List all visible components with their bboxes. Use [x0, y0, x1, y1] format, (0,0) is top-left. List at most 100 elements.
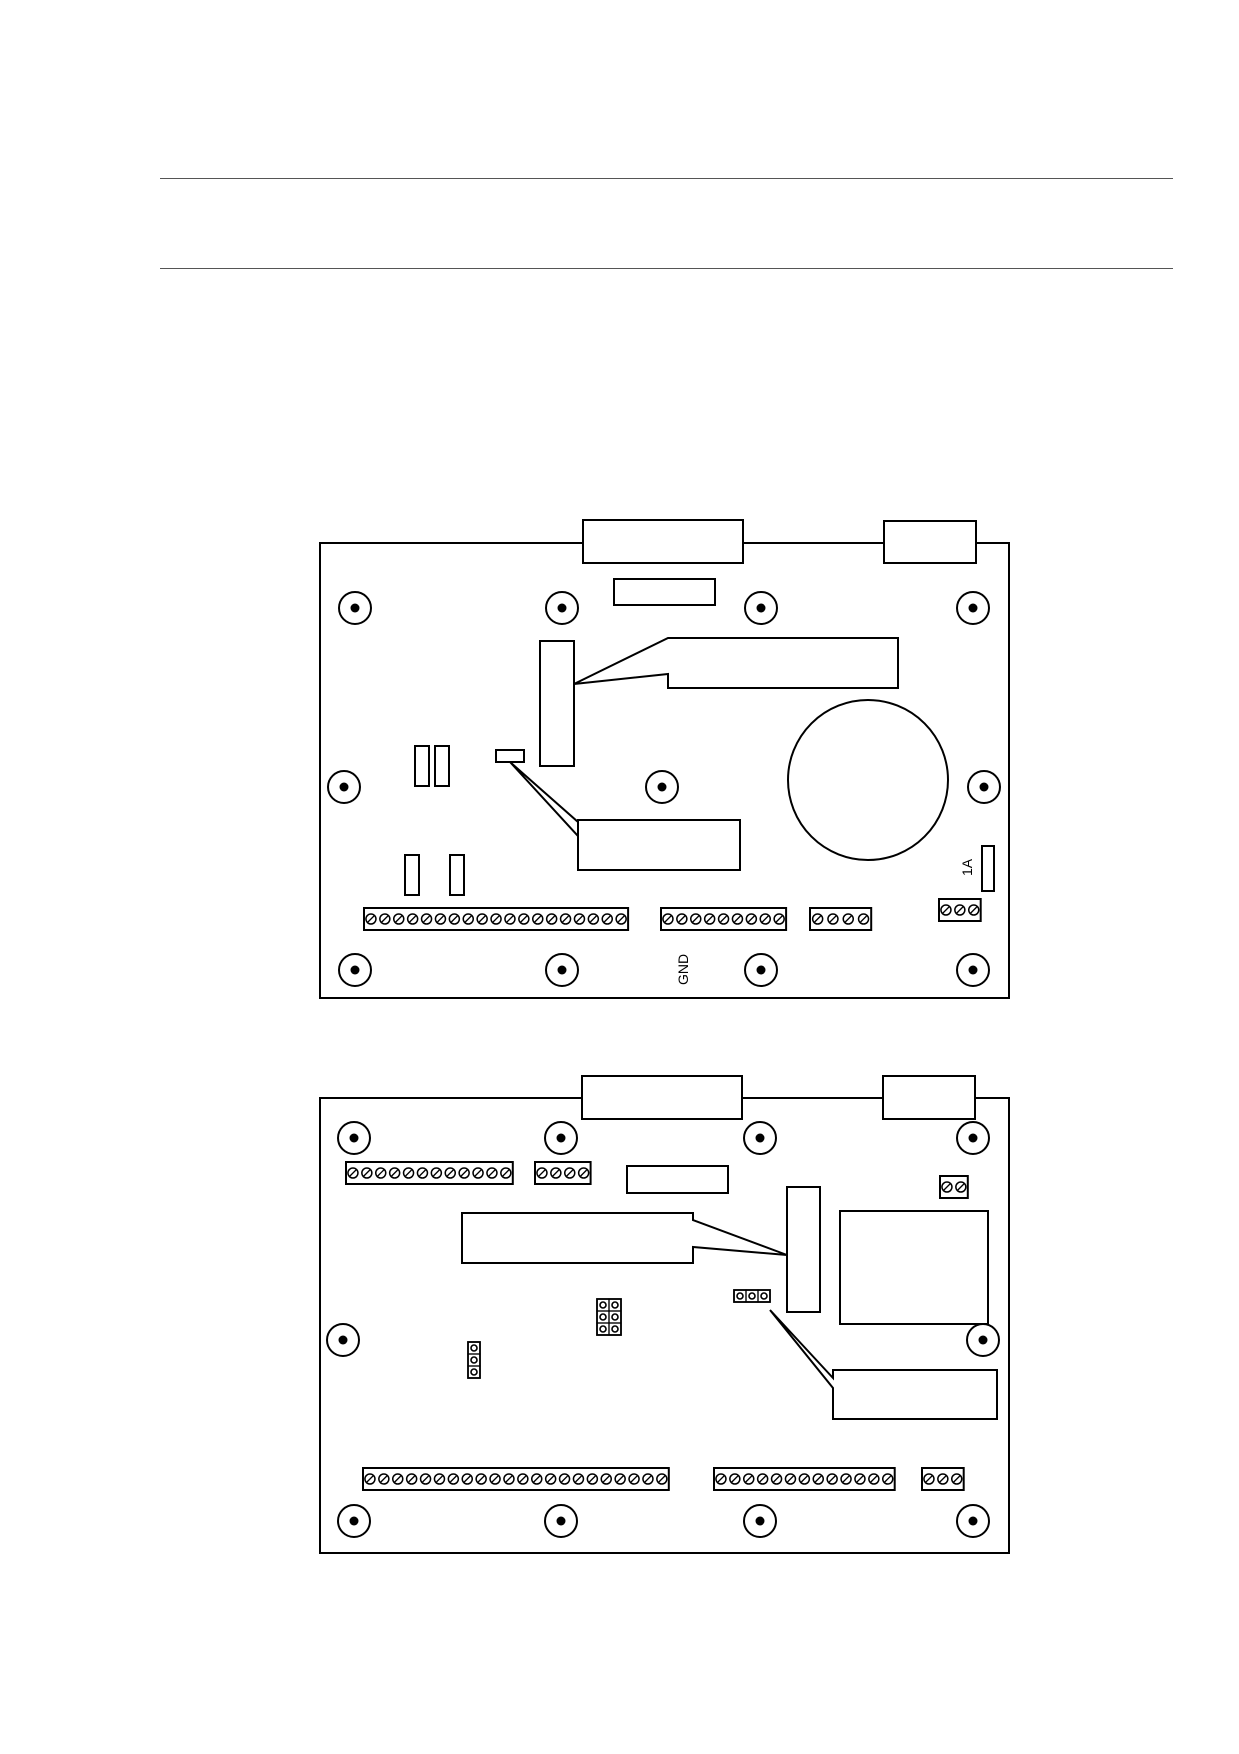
terminal-screw: [405, 1473, 418, 1485]
terminal-screw: [472, 1167, 484, 1179]
terminal-screw: [842, 913, 854, 925]
terminal-screw: [564, 1167, 576, 1179]
terminal-screw: [854, 1473, 866, 1485]
terminal-screw: [544, 1473, 557, 1485]
header-pin: [470, 1344, 478, 1352]
terminal-screw: [378, 1473, 390, 1485]
terminal-screw: [490, 913, 502, 925]
terminal-screw: [347, 1167, 359, 1179]
terminal-screw: [545, 913, 558, 925]
terminal-screw: [840, 1473, 852, 1485]
mounting-hole: [545, 591, 579, 625]
terminal-screw: [798, 1473, 811, 1485]
terminal-screw: [586, 1473, 599, 1485]
mounting-hole: [544, 1121, 578, 1155]
terminal-screw: [558, 1473, 571, 1485]
mounting-hole: [956, 1121, 990, 1155]
top-component-c: [404, 854, 420, 896]
terminal-screw: [364, 1473, 376, 1485]
terminal-screw: [868, 1473, 880, 1485]
bottom-jumper-horizontal: [733, 1289, 771, 1303]
top-fuse: [981, 845, 995, 892]
mounting-hole: [743, 1121, 777, 1155]
bottom-transformer: [839, 1210, 989, 1325]
top-callout-lower: [509, 761, 741, 871]
terminal-screw: [517, 1473, 529, 1485]
terminal-screw: [615, 913, 627, 925]
top-connector-large: [582, 519, 744, 564]
header-rule-bottom: [160, 268, 1173, 269]
terminal-screw: [500, 1167, 512, 1179]
top-round-component: [787, 699, 949, 861]
terminal-screw: [531, 1473, 543, 1485]
terminal-screw: [937, 1473, 949, 1485]
terminal-screw: [365, 913, 377, 925]
mounting-hole: [956, 953, 990, 987]
header-pin: [611, 1325, 619, 1333]
terminal-screw: [717, 913, 730, 925]
terminal-screw: [572, 1473, 585, 1485]
top-gnd-label: GND: [675, 954, 691, 985]
terminal-screw: [433, 1473, 446, 1485]
mounting-hole: [645, 770, 679, 804]
terminal-screw: [536, 1167, 548, 1179]
bottom-connector-large: [581, 1075, 743, 1120]
bottom-component-header: [626, 1165, 729, 1194]
top-terminal-block-3: [809, 907, 873, 931]
top-terminal-block-1: [363, 907, 630, 931]
header-pin: [599, 1313, 607, 1321]
mounting-hole: [326, 1323, 360, 1357]
terminal-screw: [402, 1167, 415, 1179]
mounting-hole: [744, 591, 778, 625]
terminal-screw: [379, 913, 391, 925]
terminal-screw: [444, 1167, 456, 1179]
terminal-screw: [406, 913, 419, 925]
mounting-hole: [956, 591, 990, 625]
bottom-terminal-block-5: [921, 1467, 965, 1491]
terminal-screw: [826, 1473, 838, 1485]
mounting-hole: [545, 953, 579, 987]
terminal-screw: [573, 913, 586, 925]
top-component-d: [449, 854, 465, 896]
terminal-screw: [361, 1167, 373, 1179]
terminal-screw: [614, 1473, 626, 1485]
header-pin: [470, 1356, 478, 1364]
top-component-a: [414, 745, 430, 787]
terminal-screw: [600, 1473, 612, 1485]
terminal-screw: [676, 913, 688, 925]
bottom-pin-header-2x3: [596, 1298, 622, 1336]
top-callout-upper: [573, 637, 899, 689]
mounting-hole: [337, 1121, 371, 1155]
terminal-screw: [642, 1473, 654, 1485]
bottom-pin-header-1x3: [467, 1341, 481, 1379]
header-pin: [736, 1292, 744, 1300]
header-pin: [611, 1301, 619, 1309]
terminal-screw: [628, 1473, 640, 1485]
terminal-screw: [447, 1473, 460, 1485]
header-pin: [611, 1313, 619, 1321]
terminal-screw: [811, 913, 824, 925]
terminal-screw: [458, 1167, 470, 1179]
mounting-hole: [967, 770, 1001, 804]
header-pin: [599, 1325, 607, 1333]
terminal-screw: [662, 913, 674, 925]
top-component-b: [434, 745, 450, 787]
terminal-screw: [475, 1473, 487, 1485]
terminal-screw: [489, 1473, 501, 1485]
terminal-screw: [812, 1473, 824, 1485]
terminal-screw: [743, 1473, 755, 1485]
top-component-header: [613, 578, 716, 606]
mounting-hole: [338, 953, 372, 987]
terminal-screw: [430, 1167, 443, 1179]
mounting-hole: [956, 1504, 990, 1538]
top-connector-small: [883, 520, 977, 564]
top-terminal-block-2: [660, 907, 788, 931]
mounting-hole: [544, 1504, 578, 1538]
terminal-screw: [577, 1167, 590, 1179]
bottom-connector-small: [882, 1075, 976, 1120]
terminal-screw: [745, 913, 758, 925]
terminal-screw: [448, 913, 461, 925]
header-pin: [599, 1301, 607, 1309]
terminal-screw: [951, 1473, 963, 1485]
